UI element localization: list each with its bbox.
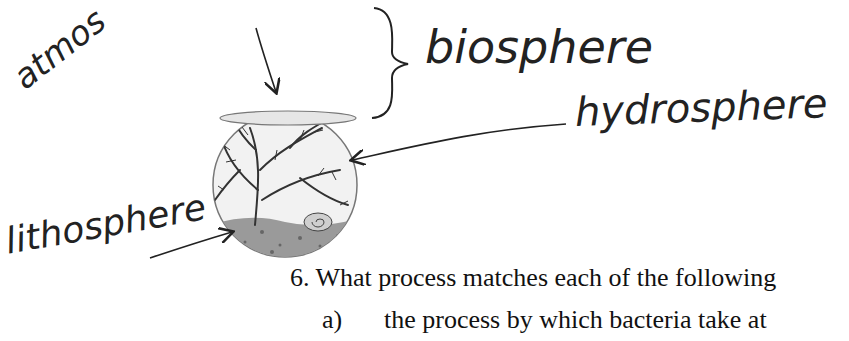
- handwritten-label: biosphere: [425, 22, 653, 73]
- question-text: the process by which bacteria take at: [384, 306, 767, 335]
- handwritten-label: hydrosphere: [574, 81, 828, 134]
- handwritten-label: atmos: [6, 2, 112, 97]
- item-marker: a): [322, 306, 342, 335]
- handwritten-label: lithosphere: [3, 187, 209, 261]
- question-text: 6. What process matches each of the foll…: [290, 264, 776, 293]
